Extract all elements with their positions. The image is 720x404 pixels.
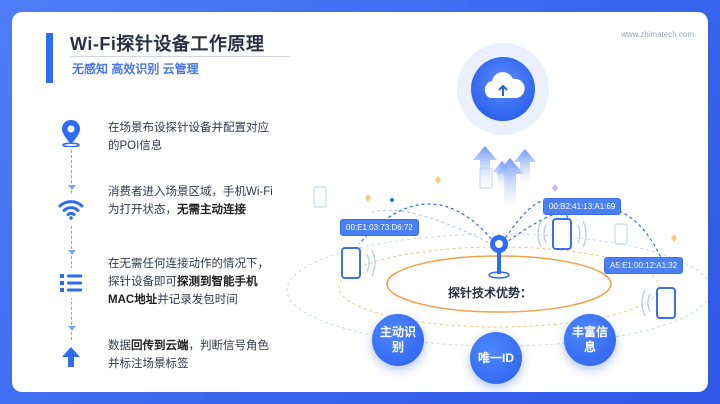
sparkle-icon bbox=[671, 234, 677, 242]
mac-label-1: 00:E1:03:73:D6:72 bbox=[340, 219, 419, 236]
advantage-bubble-2: 唯一ID bbox=[470, 332, 522, 384]
phone-right-icon bbox=[537, 218, 587, 250]
title-divider bbox=[70, 56, 290, 57]
arrow-down-icon bbox=[68, 250, 76, 255]
signal-arc-ghost bbox=[371, 209, 500, 249]
arrow-down-icon bbox=[68, 326, 76, 331]
phone-ghost-icon bbox=[479, 167, 493, 189]
step-3-text: 在无需任何连接动作的情况下，探针设备即可探测到智能手机MAC地址并记录发包时间 bbox=[108, 258, 269, 306]
arrow-down-icon bbox=[68, 185, 76, 190]
phone-ghost-icon bbox=[313, 186, 327, 208]
phone-left-icon bbox=[341, 247, 376, 279]
probe-diagram bbox=[286, 43, 708, 347]
upload-arrow-3 bbox=[514, 149, 536, 188]
advantage-bubble-1: 主动识别 bbox=[372, 314, 424, 366]
sparkle-icon bbox=[435, 176, 441, 184]
wifi-icon bbox=[56, 194, 86, 224]
mac-label-3: A5:E1:00:12:A1:32 bbox=[604, 257, 684, 274]
page-title: Wi-Fi探针设备工作原理 bbox=[70, 34, 265, 54]
cloud-icon bbox=[484, 72, 525, 98]
phone-ghost-icon bbox=[614, 223, 628, 245]
upload-arrow-4 bbox=[493, 161, 511, 190]
sparkle-icon bbox=[365, 194, 371, 202]
dot-decoration bbox=[390, 198, 394, 202]
phone-far-right-icon bbox=[641, 287, 676, 319]
website-url: www.zhimatech.com bbox=[621, 30, 694, 39]
list-icon bbox=[56, 268, 86, 298]
upload-arrow-icon bbox=[56, 342, 86, 372]
step-2-text: 消费者进入场景区域，手机Wi-Fi为打开状态，无需主动连接 bbox=[108, 186, 273, 216]
step-4-text: 数据回传到云端，判断信号角色并标注场景标签 bbox=[108, 340, 269, 370]
page-subtitle: 无感知 高效识别 云管理 bbox=[72, 62, 199, 76]
upload-arrow-1 bbox=[473, 146, 497, 192]
slide-card: Wi-Fi探针设备工作原理 无感知 高效识别 云管理 www.zhimatech… bbox=[12, 12, 708, 392]
step-1-text: 在场景布设探针设备并配置对应的POI信息 bbox=[108, 122, 269, 152]
location-pin-icon bbox=[56, 118, 86, 148]
middle-ring bbox=[338, 246, 660, 328]
title-accent-bar bbox=[46, 33, 53, 83]
steps-connector-line bbox=[71, 150, 72, 340]
mac-label-2: 00:B2:41:13:A1:69 bbox=[543, 198, 622, 215]
probe-pin-icon bbox=[488, 235, 510, 279]
advantages-title: 探针技术优势： bbox=[448, 286, 533, 300]
advantage-bubble-3: 丰富信息 bbox=[564, 314, 616, 366]
sparkle-icon bbox=[552, 184, 558, 192]
